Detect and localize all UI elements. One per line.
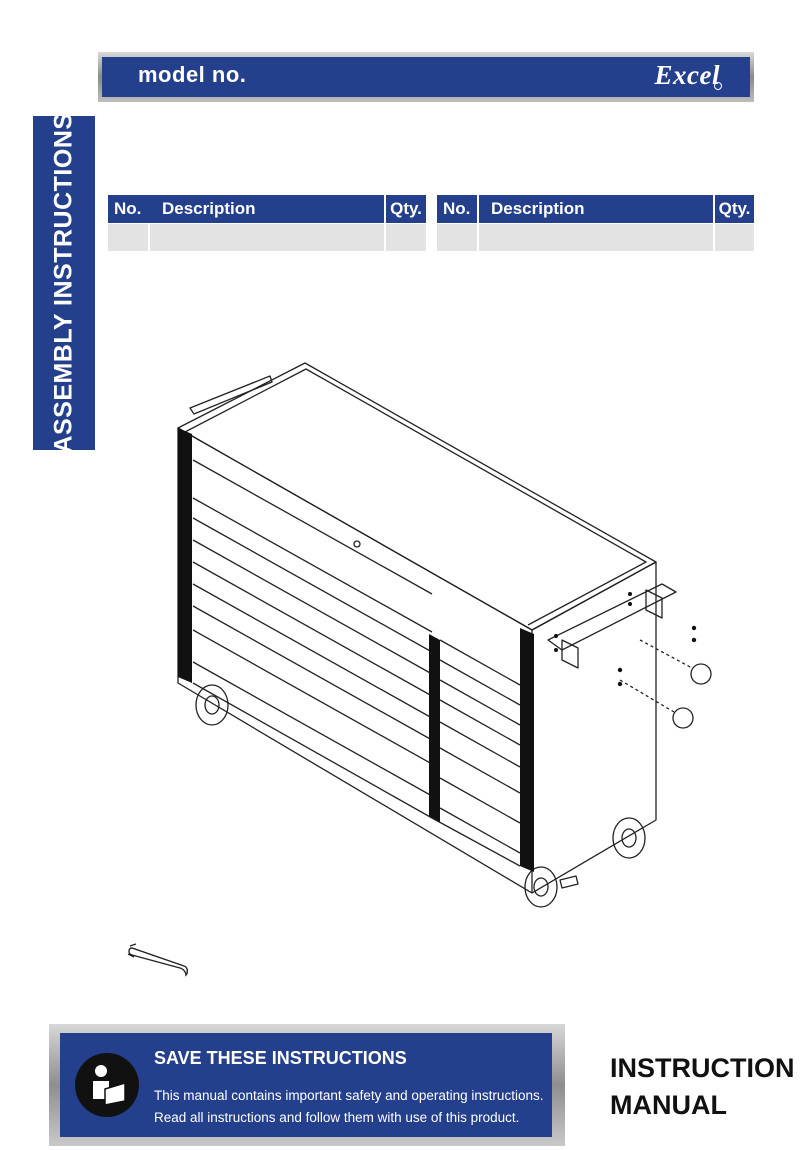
safety-text-line-2: Read all instructions and follow them wi… xyxy=(154,1110,520,1125)
table-cell-no xyxy=(108,224,148,251)
section-tab: ASSEMBLY INSTRUCTIONS xyxy=(33,112,95,454)
manual-title-line-2: MANUAL xyxy=(610,1090,727,1120)
column-header-qty: Qty. xyxy=(386,195,426,223)
table-cell-qty xyxy=(386,224,426,251)
header-inner: model no. Excel xyxy=(102,57,750,97)
read-manual-icon xyxy=(75,1053,139,1117)
table-cell-no xyxy=(437,224,477,251)
safety-panel: SAVE THESE INSTRUCTIONS This manual cont… xyxy=(49,1024,565,1146)
table-cell-description xyxy=(479,224,713,251)
save-instructions-title: SAVE THESE INSTRUCTIONS xyxy=(154,1048,407,1068)
column-header-no: No. xyxy=(108,195,154,223)
column-header-description: Description xyxy=(150,195,384,223)
manual-title-line-1: INSTRUCTION xyxy=(610,1053,795,1083)
registered-mark-icon xyxy=(714,82,722,90)
model-number-label: model no. xyxy=(138,62,247,87)
safety-panel-inner: SAVE THESE INSTRUCTIONS This manual cont… xyxy=(60,1033,552,1137)
parts-table-right: No. Description Qty. xyxy=(437,195,754,252)
instruction-manual-title: INSTRUCTION MANUAL xyxy=(610,1050,795,1124)
brand-logo: Excel xyxy=(654,60,720,90)
parts-table-left: No. Description Qty. xyxy=(108,195,426,252)
column-header-no: No. xyxy=(437,195,477,223)
table-cell-qty xyxy=(715,224,754,251)
column-header-description: Description xyxy=(479,195,713,223)
wrench-icon xyxy=(127,943,189,977)
column-header-qty: Qty. xyxy=(715,195,754,223)
safety-text-line-1: This manual contains important safety an… xyxy=(154,1088,544,1103)
header-bar: model no. Excel xyxy=(98,52,754,102)
table-cell-description xyxy=(150,224,384,251)
